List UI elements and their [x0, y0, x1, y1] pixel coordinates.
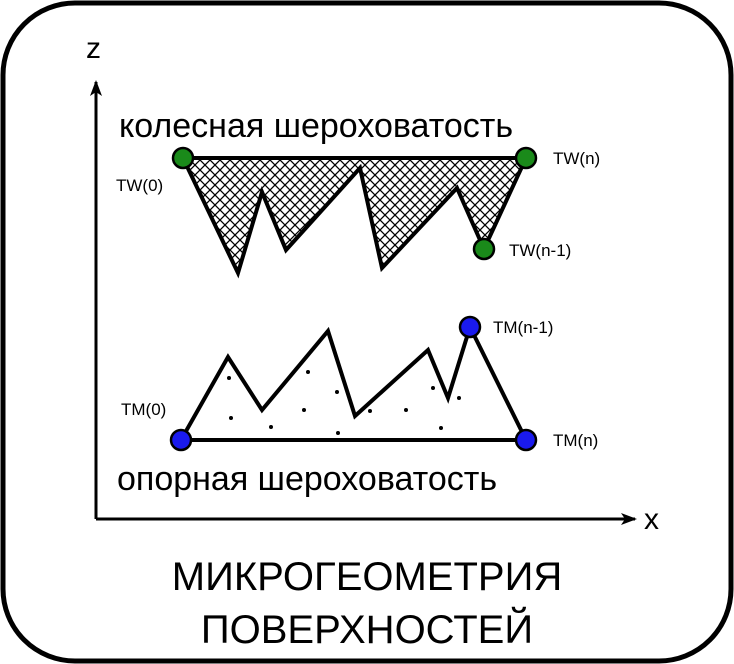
tmn-point [514, 428, 538, 452]
x-axis-label: x [644, 503, 659, 536]
z-axis-label: z [86, 32, 101, 65]
twn1-label: TW(n-1) [509, 241, 571, 260]
twn-label: TW(n) [553, 149, 600, 168]
wheel-roughness-caption: колесная шероховатость [119, 107, 513, 145]
tm0-point [169, 428, 193, 452]
support-roughness-caption: опорная шероховатость [117, 460, 497, 498]
twn-point [514, 146, 538, 170]
wheel-roughness-profile [179, 156, 530, 279]
tw0-point [171, 146, 195, 170]
tmn1-label: TM(n-1) [493, 318, 553, 337]
tmn-label: TM(n) [553, 431, 598, 450]
support-profile-dots [227, 370, 461, 435]
tmn1-point [458, 315, 482, 339]
tw0-label: TW(0) [116, 176, 163, 195]
title-line-2: ПОВЕРХНОСТЕЙ [201, 606, 533, 652]
twn1-point [472, 237, 496, 261]
title-line-1: МИКРОГЕОМЕТРИЯ [172, 555, 563, 599]
support-roughness-profile [177, 321, 530, 442]
tm0-label: TM(0) [121, 400, 166, 419]
